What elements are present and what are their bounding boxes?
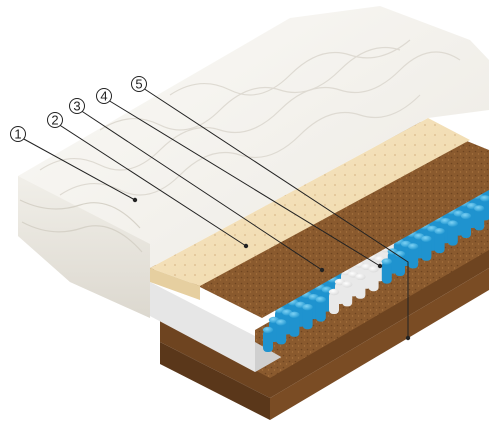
spring-top (315, 296, 326, 303)
spring-top (460, 212, 472, 220)
spring-body (421, 238, 432, 261)
spring-body (395, 254, 405, 276)
spring-top (381, 258, 392, 265)
callout-2: 2 (47, 112, 63, 128)
spring-body (302, 307, 313, 330)
spring-top (447, 220, 458, 227)
quilted-cover (18, 6, 489, 318)
spring-body (381, 261, 392, 284)
leader-line-1 (21, 137, 136, 201)
leader-line-4 (107, 99, 381, 267)
callout-5: 5 (131, 76, 147, 92)
spring-body (315, 299, 326, 322)
callout-number: 4 (100, 89, 107, 104)
leader-lines (21, 87, 409, 338)
spring-top (342, 281, 353, 288)
leader-line-2 (57, 123, 247, 247)
spring-body (342, 284, 353, 307)
spring-top (474, 205, 485, 212)
callout-circles: 1 2 3 4 5 (10, 76, 147, 142)
spring-body (329, 292, 339, 314)
spring-body (355, 276, 366, 299)
spring-top (328, 288, 340, 296)
spring-body (408, 246, 419, 269)
spring-top (302, 304, 313, 311)
spring-body (447, 223, 458, 246)
spring-body (434, 231, 445, 254)
spring-top (355, 273, 366, 280)
bottom-coconut-layer (160, 228, 489, 420)
spring-body (368, 269, 379, 292)
spring-top (276, 319, 287, 326)
spring-top (434, 228, 445, 235)
callout-number: 3 (73, 99, 80, 114)
leader-line-3 (79, 109, 323, 271)
spring-top (262, 326, 274, 334)
spring-body (474, 208, 485, 231)
latex-layer (150, 118, 470, 300)
spring-body (263, 330, 273, 352)
callout-number: 1 (14, 127, 21, 142)
callout-3: 3 (69, 98, 85, 114)
spring-body (276, 322, 287, 345)
leader-line-5 (142, 87, 409, 338)
callout-number: 2 (51, 113, 58, 128)
callout-1: 1 (10, 126, 26, 142)
leader-dots (132, 197, 411, 341)
spring-top (408, 243, 419, 250)
spring-top (421, 235, 432, 242)
spring-body (289, 314, 300, 337)
spring-body (461, 216, 471, 238)
spring-top (480, 195, 489, 202)
spring-top (368, 266, 379, 273)
spring-top (289, 311, 300, 318)
callout-4: 4 (96, 88, 112, 104)
callout-number: 5 (135, 77, 142, 92)
